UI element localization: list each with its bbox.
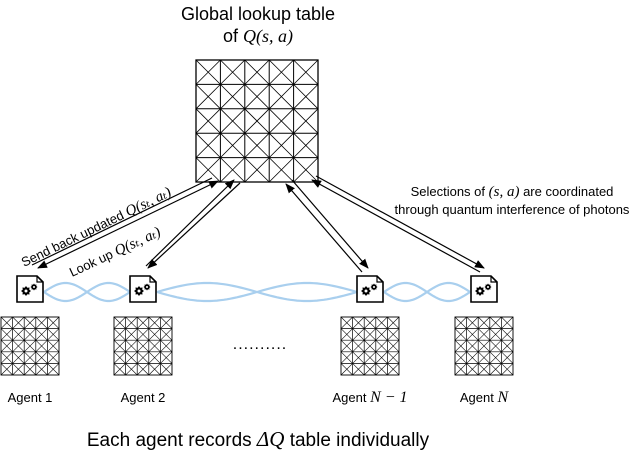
arrow-agentn1-down: [291, 179, 369, 269]
agent-label-2: Agent 2: [121, 390, 166, 405]
arrow-agent2-down: [147, 182, 241, 269]
agent-label-1: Agent 1: [8, 390, 53, 405]
agent-table-1: [0, 316, 60, 376]
arrow-agentn-up: [311, 179, 481, 273]
agent-label-n: Agent N: [460, 389, 510, 406]
coordination-label-line2: through quantum interference of photons: [395, 202, 630, 217]
arrow-agent2-up: [145, 179, 235, 267]
arrow-agent1-b: [31, 177, 213, 266]
global-lookup-table: [195, 59, 319, 183]
agent-table-3: [340, 316, 400, 376]
agent-tables: [0, 316, 514, 376]
global-table-grid: [195, 59, 319, 183]
gear-document-icon: [356, 275, 384, 303]
photon-wave-2-b: [383, 281, 471, 303]
global-table-subtitle: of Q(s, a): [223, 26, 293, 47]
arrow-agentn1-up: [285, 183, 363, 273]
gear-document-icon: [129, 275, 157, 303]
agents-ellipsis: ..........: [233, 336, 287, 353]
agent-table-2: [113, 316, 173, 376]
photon-wave-1-b: [156, 281, 358, 303]
agent-table-4: [454, 316, 514, 376]
footer-caption: Each agent records ΔQ table individually: [87, 427, 430, 451]
arrow-agent1-a: [37, 180, 219, 269]
arrow-agentn-down: [315, 175, 485, 269]
agent-icons: [16, 275, 498, 303]
gear-document-icon: [470, 275, 498, 303]
photon-links: [43, 281, 471, 303]
global-table-title: Global lookup table: [181, 4, 335, 24]
agent-label-n-minus-1: Agent N − 1: [332, 389, 407, 406]
photon-wave-0-b: [43, 281, 131, 303]
arrows: [31, 175, 485, 273]
gear-document-icon: [16, 275, 44, 303]
coordination-label-line1: Selections of (s, a) are coordinated: [411, 184, 614, 200]
